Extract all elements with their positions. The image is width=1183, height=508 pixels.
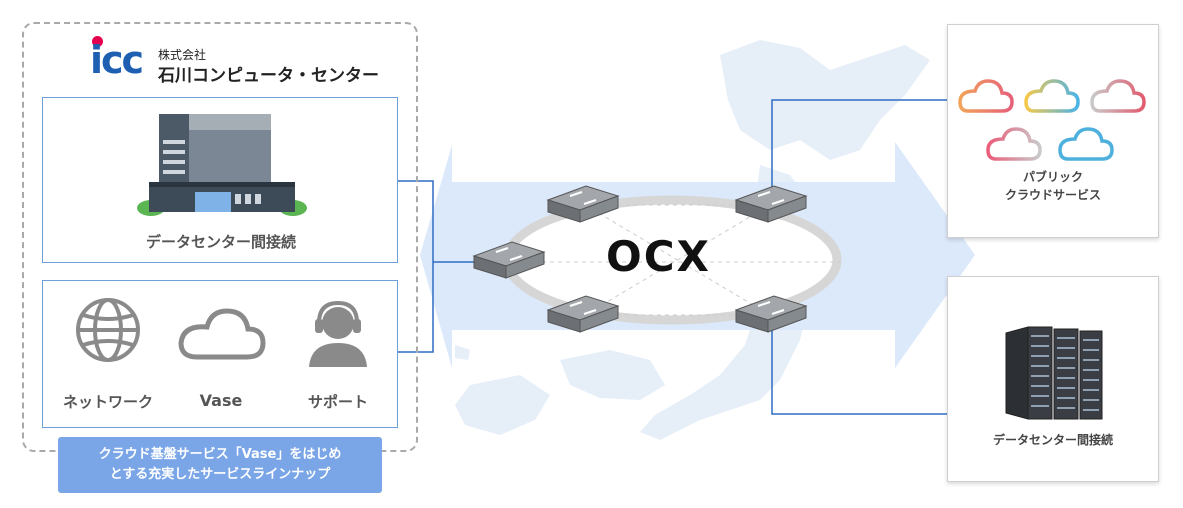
service-lineup-banner: クラウド基盤サービス「Vase」をはじめ とする充実したサービスラインナップ [58, 437, 382, 493]
datacenter-building-icon [137, 114, 307, 216]
banner-line-1: クラウド基盤サービス「Vase」をはじめ [98, 447, 342, 462]
company-name: 石川コンピュータ・センター [158, 66, 379, 86]
public-cloud-line-2: クラウドサービス [1004, 188, 1101, 202]
service-vase-label: Vase [199, 391, 243, 410]
network-switch-icon [735, 295, 807, 333]
globe-icon [76, 298, 140, 362]
datacenter-connection-label: データセンター間接続 [145, 233, 296, 251]
multi-cloud-icon [958, 79, 1146, 161]
logo-dot [92, 36, 103, 47]
cloud-icon [178, 308, 266, 360]
logo-mark: icc [90, 38, 144, 82]
banner-line-2: とする充実したサービスラインナップ [109, 467, 331, 482]
service-network-label: ネットワーク [62, 393, 153, 411]
support-headset-icon [309, 300, 367, 367]
icc-logo: icc 株式会社 石川コンピュータ・センター [90, 36, 379, 88]
network-switch-icon [473, 241, 545, 279]
services-box: ネットワーク Vase サポート [42, 280, 398, 428]
right-connectors [771, 99, 947, 415]
company-type: 株式会社 [158, 48, 207, 62]
remote-datacenter-box: データセンター間接続 [947, 276, 1159, 482]
network-switch-icon [547, 185, 619, 223]
datacenter-box: データセンター間接続 [42, 97, 398, 263]
public-cloud-label: パブリック クラウドサービス [948, 168, 1158, 204]
remote-datacenter-label: データセンター間接続 [992, 433, 1113, 447]
public-cloud-line-1: パブリック [1022, 170, 1083, 184]
public-cloud-box: パブリック クラウドサービス [947, 24, 1159, 238]
left-connectors [398, 180, 478, 353]
network-switch-icon [735, 185, 807, 223]
network-switch-icon [547, 295, 619, 333]
server-rack-icon [1005, 326, 1103, 420]
service-support-label: サポート [307, 393, 368, 411]
ocx-logo: OCX [606, 232, 711, 281]
